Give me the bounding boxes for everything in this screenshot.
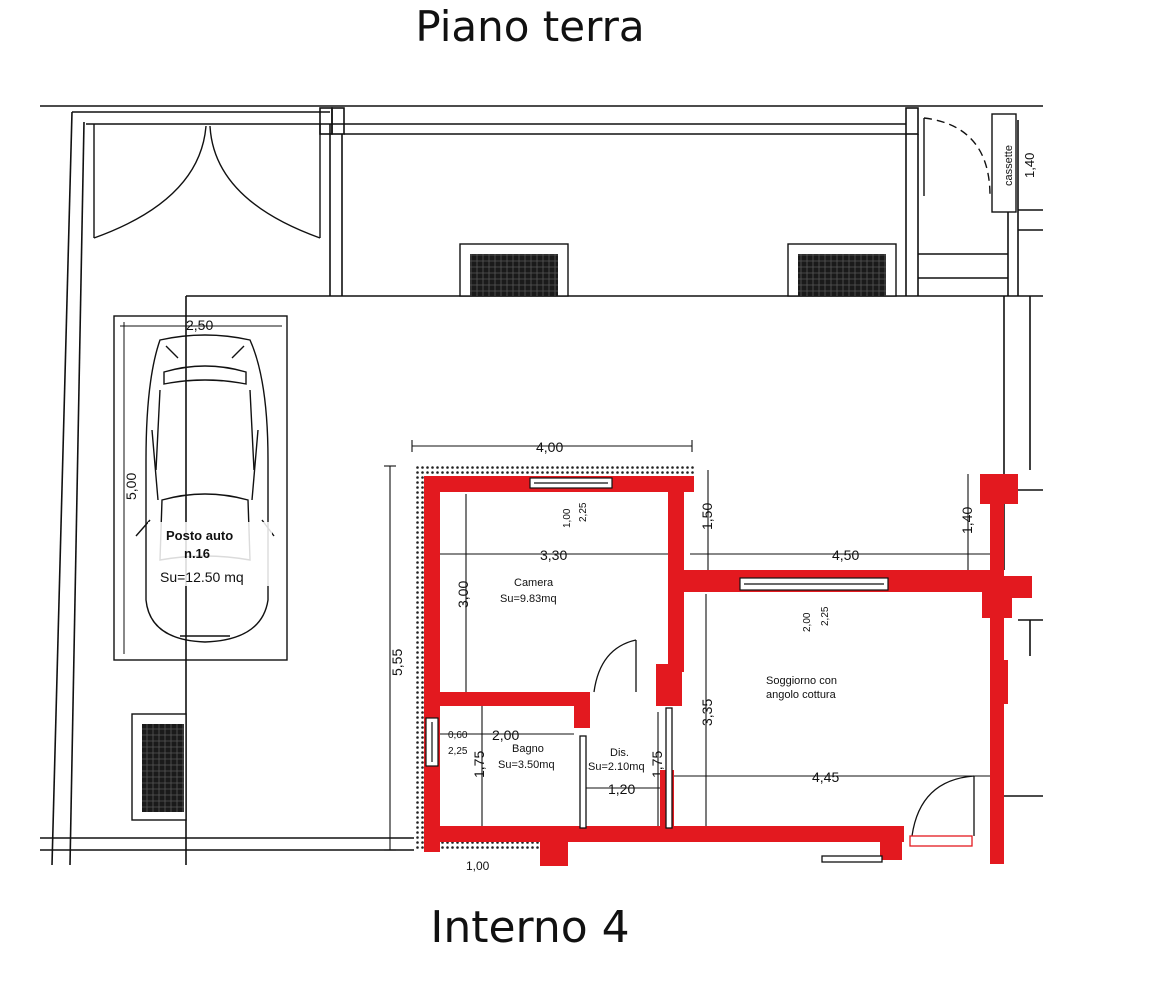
dim-parking-width: 2,50 [186,317,213,333]
dim-camera-height: 3,00 [455,581,471,608]
camera-name: Camera [514,577,554,589]
gate-doors [93,124,321,239]
entrance-door [923,113,1017,213]
dim-window-sogg-b: 2,25 [820,606,831,626]
soggiorno-label-1: Soggiorno con [766,675,837,687]
dim-right-wall: 1,40 [959,507,975,534]
dim-bagno-window-a: 0,60 [448,730,468,741]
dim-window-sogg-a: 2,00 [802,612,813,632]
parking-name: Posto auto [166,528,233,543]
dim-parking-length: 5,00 [123,473,139,500]
parking-area: Su=12.50 mq [160,569,244,585]
dis-area: Su=2.10mq [588,761,645,773]
dim-soggiorno-top: 4,50 [832,547,859,563]
parking-space: 2,50 5,00 [113,315,288,661]
dim-soggiorno-width: 4,45 [812,769,839,785]
dim-bagno-window-b: 2,25 [448,746,468,757]
cassette-label: cassette [1003,145,1015,186]
dim-bottom-cut: 1,00 [466,859,490,873]
dim-dis-width: 1,20 [608,781,635,797]
soggiorno-label-2: angolo cottura [766,689,837,701]
outer-structure [40,105,1043,866]
dim-plan-width: 4,00 [536,439,563,455]
floor-title: Piano terra [415,2,645,51]
dim-bagno-height: 1,75 [471,751,487,778]
dimension-lines [384,440,1000,851]
dim-step-height: 1,50 [699,503,715,530]
camera-area: Su=9.83mq [500,593,557,605]
dim-soggiorno-height: 3,35 [699,699,715,726]
dim-camera-width: 3,30 [540,547,567,563]
vent-grilles [131,243,897,821]
dim-total-height: 5,55 [389,649,405,676]
unit-title: Interno 4 [430,902,630,953]
dis-name: Dis. [610,747,629,759]
parking-number: n.16 [184,546,210,561]
windows [425,477,889,767]
bagno-name: Bagno [512,743,544,755]
dim-bagno-width: 2,00 [492,727,519,743]
dim-window-camera-a: 1,00 [562,508,573,528]
bagno-area: Su=3.50mq [498,759,555,771]
interior-doors [579,639,975,863]
dim-window-camera-b: 2,25 [578,502,589,522]
dim-top-right: 1,40 [1022,153,1037,178]
